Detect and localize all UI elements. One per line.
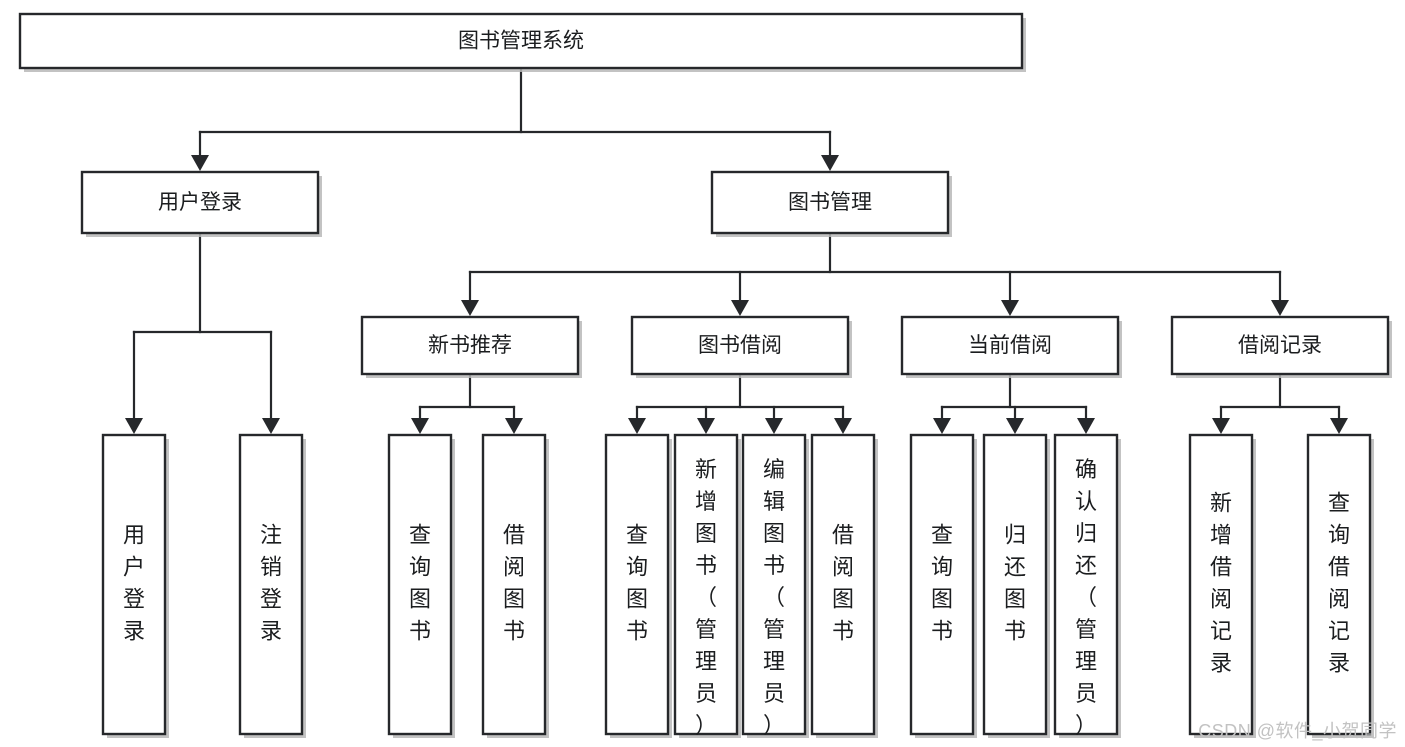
node-rect[interactable]: [360, 315, 580, 376]
node-rect[interactable]: [900, 315, 1120, 376]
node-rect[interactable]: [80, 170, 320, 235]
node-label: 图书借阅: [698, 334, 782, 357]
watermark-label: CSDN @软件_小贺同学: [1198, 721, 1397, 741]
arrow-head-icon: [411, 418, 429, 434]
arrow-head-icon: [1212, 418, 1230, 434]
arrow-head-icon: [1001, 300, 1019, 316]
arrow-head-icon: [933, 418, 951, 434]
node-rect[interactable]: [1306, 433, 1372, 736]
node-current-borrow[interactable]: 当前借阅: [900, 315, 1122, 378]
node-label: 确认归还（管理员）: [1075, 457, 1097, 738]
node-layer: 图书管理系统用户登录图书管理新书推荐图书借阅当前借阅借阅记录用户登录注销登录查询…: [18, 12, 1392, 738]
node-borrow-record[interactable]: 借阅记录: [1170, 315, 1392, 378]
node-leaf-query-book-2[interactable]: 查询图书: [604, 433, 672, 738]
node-root[interactable]: 图书管理系统: [18, 12, 1026, 72]
node-leaf-borrow-book-1[interactable]: 借阅图书: [481, 433, 549, 738]
node-label: 借阅图书: [503, 522, 525, 643]
node-rect[interactable]: [1170, 315, 1390, 376]
arrow-head-icon: [191, 155, 209, 171]
node-label: 查询图书: [626, 522, 648, 643]
node-rect[interactable]: [630, 315, 850, 376]
node-leaf-user-login[interactable]: 用户登录: [101, 433, 169, 738]
node-label: 新增借阅记录: [1210, 490, 1232, 675]
arrow-head-icon: [505, 418, 523, 434]
node-leaf-add-record[interactable]: 新增借阅记录: [1188, 433, 1256, 738]
node-label: 注销登录: [260, 522, 282, 643]
arrow-head-icon: [461, 300, 479, 316]
arrow-head-icon: [628, 418, 646, 434]
node-new-book-recommend[interactable]: 新书推荐: [360, 315, 582, 378]
arrow-head-icon: [125, 418, 143, 434]
node-label: 查询借阅记录: [1328, 490, 1350, 675]
node-rect[interactable]: [673, 433, 739, 736]
node-label: 查询图书: [409, 522, 431, 643]
node-leaf-edit-book[interactable]: 编辑图书（管理员）: [741, 433, 809, 738]
arrow-head-icon: [834, 418, 852, 434]
node-rect[interactable]: [238, 433, 304, 736]
node-rect[interactable]: [1053, 433, 1119, 736]
node-rect[interactable]: [101, 433, 167, 736]
node-rect[interactable]: [1188, 433, 1254, 736]
node-rect[interactable]: [810, 433, 876, 736]
node-book-borrow[interactable]: 图书借阅: [630, 315, 852, 378]
node-rect[interactable]: [604, 433, 670, 736]
node-label: 当前借阅: [968, 334, 1052, 357]
node-leaf-user-logout[interactable]: 注销登录: [238, 433, 306, 738]
node-leaf-query-book-1[interactable]: 查询图书: [387, 433, 455, 738]
node-book-management[interactable]: 图书管理: [710, 170, 952, 237]
node-leaf-borrow-book-2[interactable]: 借阅图书: [810, 433, 878, 738]
node-user-login[interactable]: 用户登录: [80, 170, 322, 237]
node-leaf-add-book[interactable]: 新增图书（管理员）: [673, 433, 741, 738]
node-label: 编辑图书（管理员）: [763, 457, 785, 738]
node-leaf-confirm-return[interactable]: 确认归还（管理员）: [1053, 433, 1121, 738]
connector-layer: [125, 66, 1348, 434]
arrow-head-icon: [765, 418, 783, 434]
arrow-head-icon: [1006, 418, 1024, 434]
node-rect[interactable]: [909, 433, 975, 736]
node-rect[interactable]: [741, 433, 807, 736]
arrow-head-icon: [262, 418, 280, 434]
node-rect[interactable]: [710, 170, 950, 235]
node-label: 图书管理系统: [458, 30, 584, 53]
node-label: 用户登录: [158, 191, 242, 214]
arrow-head-icon: [821, 155, 839, 171]
node-rect[interactable]: [387, 433, 453, 736]
node-rect[interactable]: [481, 433, 547, 736]
arrow-head-icon: [1271, 300, 1289, 316]
node-leaf-query-book-3[interactable]: 查询图书: [909, 433, 977, 738]
node-label: 归还图书: [1004, 522, 1026, 643]
node-label: 借阅记录: [1238, 334, 1322, 357]
node-label: 图书管理: [788, 191, 872, 214]
node-label: 新书推荐: [428, 334, 512, 357]
node-label: 查询图书: [931, 522, 953, 643]
arrow-head-icon: [1077, 418, 1095, 434]
node-label: 新增图书（管理员）: [695, 457, 717, 738]
arrow-head-icon: [1330, 418, 1348, 434]
arrow-head-icon: [731, 300, 749, 316]
node-leaf-return-book[interactable]: 归还图书: [982, 433, 1050, 738]
node-label: 用户登录: [123, 522, 145, 643]
node-label: 借阅图书: [832, 522, 854, 643]
node-rect[interactable]: [982, 433, 1048, 736]
node-leaf-query-record[interactable]: 查询借阅记录: [1306, 433, 1374, 738]
node-rect[interactable]: [18, 12, 1024, 70]
arrow-head-icon: [697, 418, 715, 434]
